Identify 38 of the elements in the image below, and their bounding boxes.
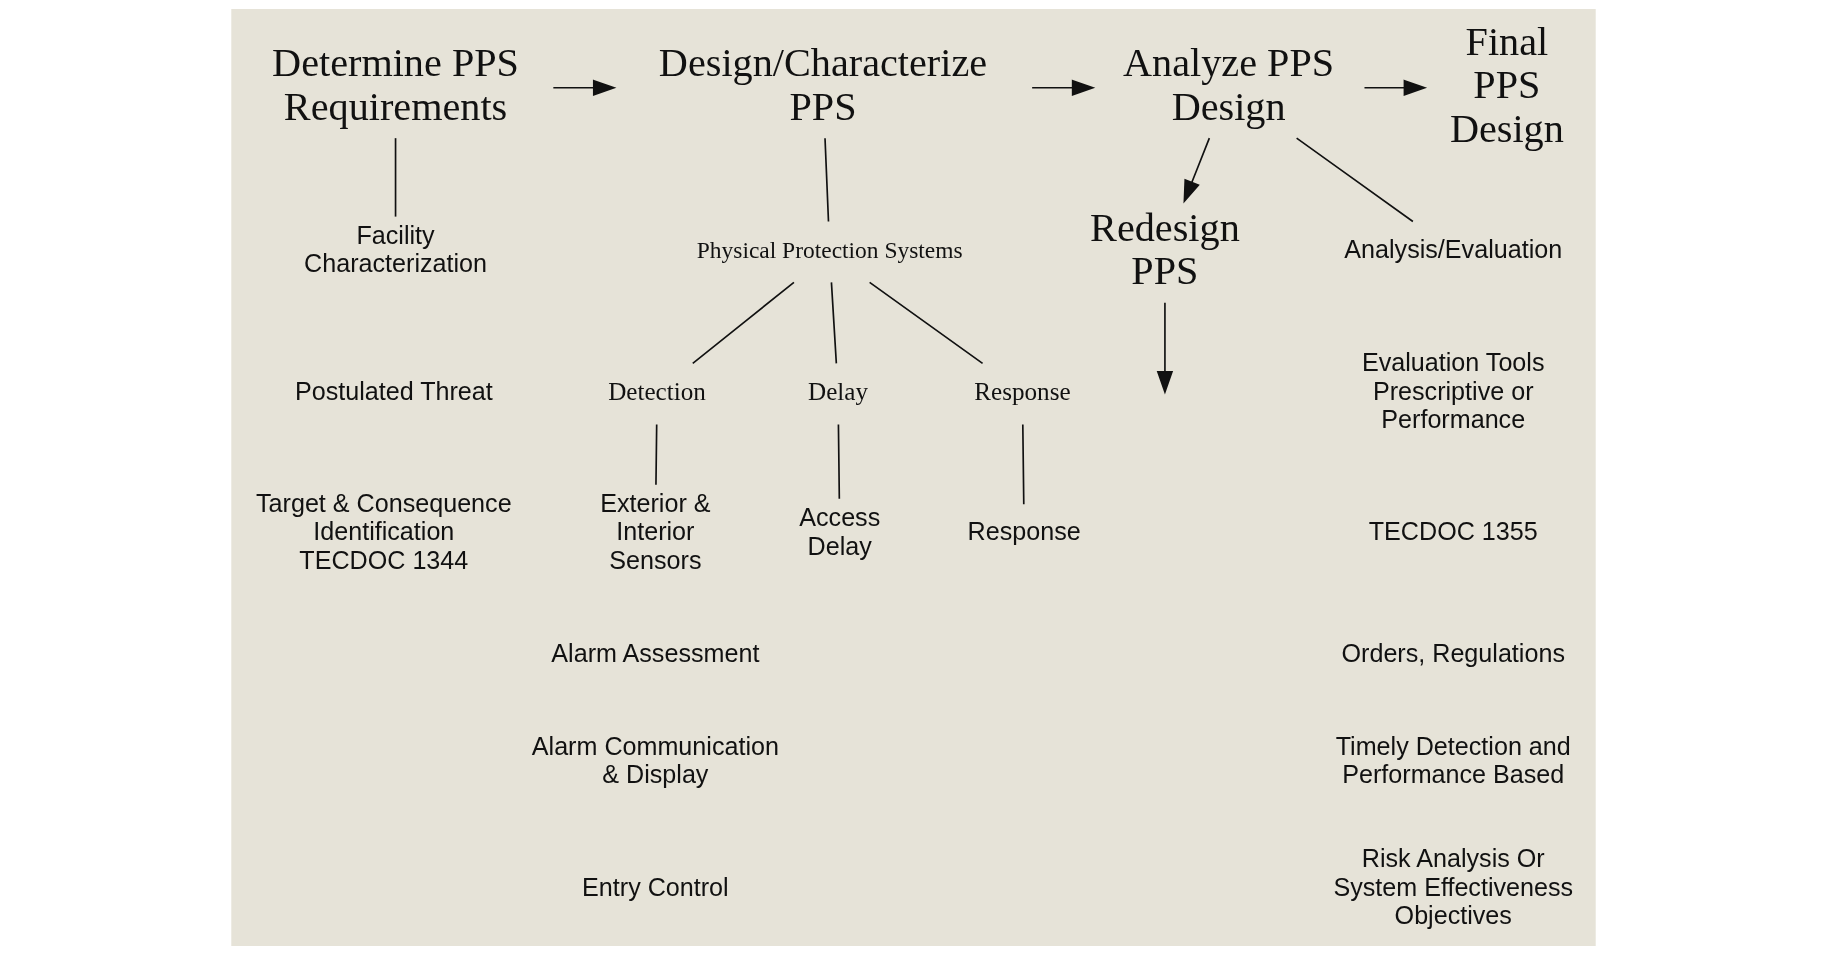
arrow xyxy=(1156,301,1173,394)
label: Orders, Regulations xyxy=(1341,638,1565,667)
node-text: Analyze PPS Design xyxy=(1122,39,1334,129)
label: Entry Control xyxy=(581,872,729,901)
label: Risk Analysis Or System Effectiveness Objectives xyxy=(1332,843,1573,929)
connector xyxy=(837,423,840,500)
node-text: Final PPS Design xyxy=(1449,18,1564,151)
node-text: Exterior & Interior Sensors xyxy=(599,488,711,574)
arrow xyxy=(552,79,616,96)
label: Alarm Assessment xyxy=(550,638,759,667)
node-text: Design/Characterize PPS xyxy=(658,39,987,129)
connector xyxy=(823,136,829,222)
connector xyxy=(654,423,658,486)
connector xyxy=(868,281,983,364)
node-text: Access Delay xyxy=(798,502,880,560)
label: Postulated Threat xyxy=(294,376,493,405)
connector xyxy=(1021,423,1025,505)
arrow xyxy=(1182,136,1210,204)
connector xyxy=(830,281,837,364)
node-text: Facility Characterization xyxy=(303,220,487,277)
label: TECDOC 1355 xyxy=(1368,516,1538,545)
connector xyxy=(1295,136,1414,222)
node-text: Detection xyxy=(607,377,706,405)
node-text: Redesign PPS xyxy=(1089,204,1240,293)
node-text: Response xyxy=(967,516,1081,545)
connector xyxy=(394,136,396,217)
arrow xyxy=(1030,79,1095,96)
node-text: Physical Protection Systems xyxy=(696,236,963,263)
node-text: Analysis/Evaluation xyxy=(1343,234,1562,263)
connector xyxy=(691,281,795,364)
node-text: Delay xyxy=(807,377,868,405)
node-text: Response xyxy=(973,377,1071,405)
label: Alarm Communication & Display xyxy=(531,731,779,788)
node-text: Determine PPS Requirements xyxy=(271,39,519,129)
label: Evaluation Tools Prescriptive or Performance xyxy=(1361,347,1544,433)
arrow xyxy=(1363,79,1427,96)
label: Timely Detection and Performance Based xyxy=(1335,731,1571,788)
label: Target & Consequence Identification TECDOC 1344 xyxy=(255,488,512,574)
